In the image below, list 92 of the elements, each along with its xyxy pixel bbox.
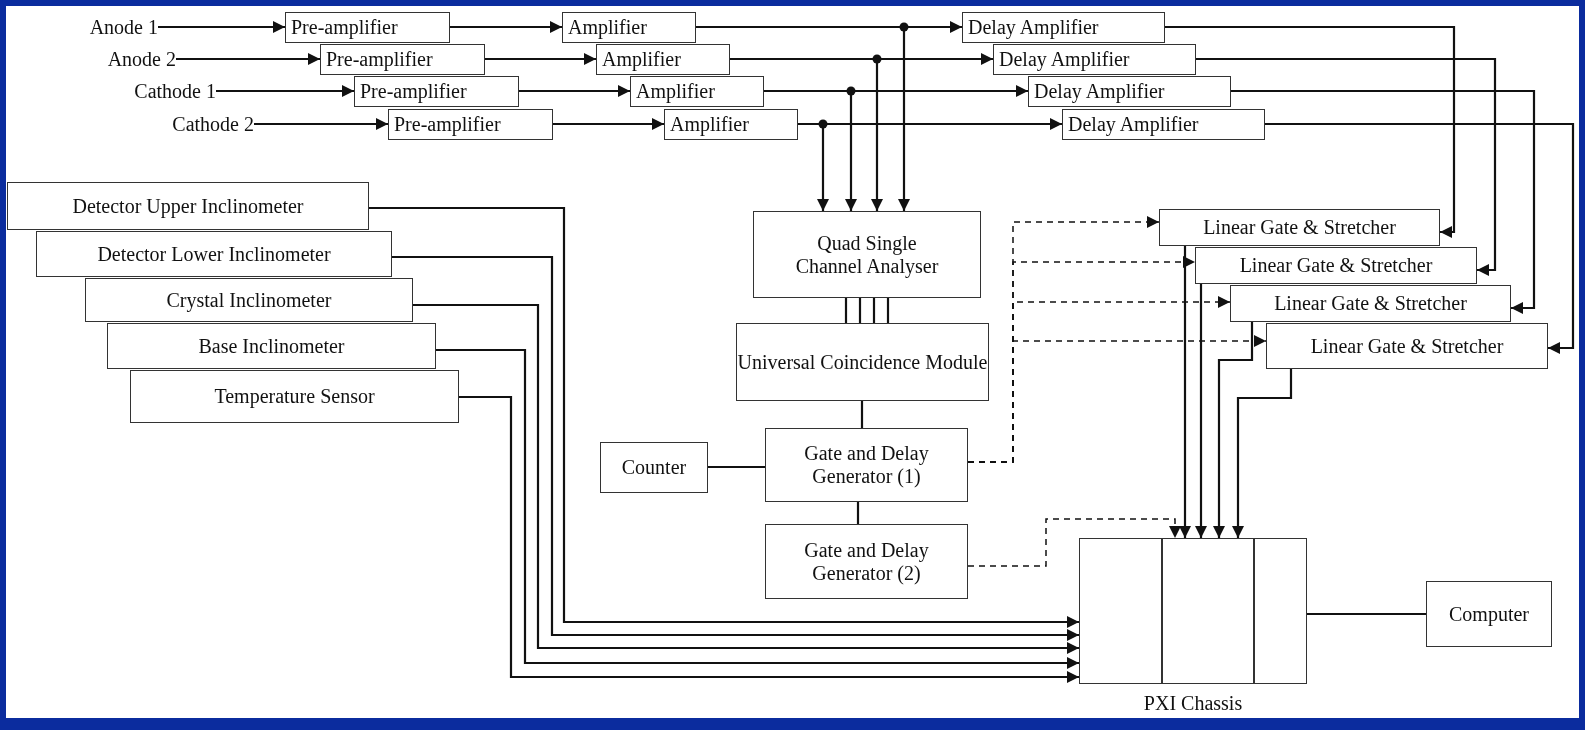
sensor-box [107,323,436,369]
sensor-box [36,231,392,277]
computer-box [1426,581,1552,647]
module-slot [1079,538,1162,684]
box-label: Delay Amplifier [968,16,1099,39]
box-label: Amplifier [670,113,749,136]
box-label: Amplifier [602,48,681,71]
dashed-arrow [967,518,1181,567]
amplifier-box [630,76,764,107]
box-label: Linear Gate & Stretcher [1310,334,1504,358]
box-label: Computer [1449,602,1529,626]
gate-stretcher-box [1195,247,1477,284]
box-label: Amplifier [568,16,647,39]
sensor-box [7,182,369,230]
delay-amplifier-box [1062,109,1265,140]
preamplifier-box [388,109,553,140]
arrow [413,303,1079,654]
arrow [1195,284,1207,538]
box-label: Linear Gate & Stretcher [1274,292,1467,315]
box-label: Pre-amplifier [360,80,467,103]
amplifier-box [596,44,730,75]
delay-amplifier-box [1028,76,1231,107]
arrow [1165,25,1456,238]
connector-line [1307,612,1426,616]
input-label: Cathode 1 [106,77,216,105]
box-label: Detector Lower Inclinometer [97,242,331,266]
arrow [553,118,664,130]
sensor-box [85,278,413,322]
amplifier-box [664,109,798,140]
preamplifier-box [285,12,450,43]
arrow [1196,57,1497,276]
box-label: Delay Amplifier [999,48,1130,71]
box-label: Pre-amplifier [291,16,398,39]
delay-amplifier-box [962,12,1165,43]
counter-box [600,442,708,493]
arrow [485,53,596,65]
connector-line [844,298,848,323]
arrow [216,85,354,97]
box-label: Linear Gate & Stretcher [1239,254,1433,277]
arrow [1232,369,1293,538]
box-label: Universal Coincidence Module [737,350,988,374]
arrow [436,348,1079,669]
arrow [158,21,285,33]
arrow [1179,246,1191,538]
input-label: Anode 1 [48,13,158,41]
input-label: Cathode 2 [144,110,254,138]
arrow [369,206,1079,628]
box-label: Pre-amplifier [394,113,501,136]
connector-line [860,401,864,428]
generator-box [765,428,968,502]
gate-stretcher-box [1159,209,1440,246]
box-label: Amplifier [636,80,715,103]
arrow [1231,89,1536,314]
arrow [1213,322,1254,538]
box-label: Delay Amplifier [1068,113,1199,136]
connector-line [856,502,860,524]
box-label: Counter [621,456,687,479]
chassis-label: PXI Chassis [1142,692,1244,715]
arrow [450,21,562,33]
connector-line [886,298,890,323]
connector-line [858,298,862,323]
arrow [254,118,388,130]
sensor-box [130,370,459,423]
amplifier-box [562,12,696,43]
box-label: Delay Amplifier [1034,80,1165,103]
preamplifier-box [320,44,485,75]
module-slot [1162,538,1254,684]
box-label: Detector Upper Inclinometer [72,194,304,218]
arrow [392,255,1079,641]
analyser-box [753,211,981,298]
arrow [459,395,1079,683]
box-label: Temperature Sensor [214,385,375,408]
module-slot [1254,538,1307,684]
box-label: Quad Single Channel Analyser [794,231,940,278]
box-label: Gate and Delay Generator (2) [803,538,930,585]
arrow [519,85,630,97]
preamplifier-box [354,76,519,107]
box-label: Pre-amplifier [326,48,433,71]
box-label: Base Inclinometer [198,334,345,358]
connector-line [872,298,876,323]
coincidence-module-box [736,323,989,401]
input-label: Anode 2 [66,45,176,73]
delay-amplifier-box [993,44,1196,75]
box-label: Linear Gate & Stretcher [1203,216,1396,239]
box-label: Crystal Inclinometer [166,288,332,312]
arrow [1265,122,1575,354]
connector-line [708,465,765,469]
generator-box [765,524,968,599]
box-label: Gate and Delay Generator (1) [803,442,930,488]
gate-stretcher-box [1230,285,1511,322]
gate-stretcher-box [1266,323,1548,369]
arrow [176,53,320,65]
